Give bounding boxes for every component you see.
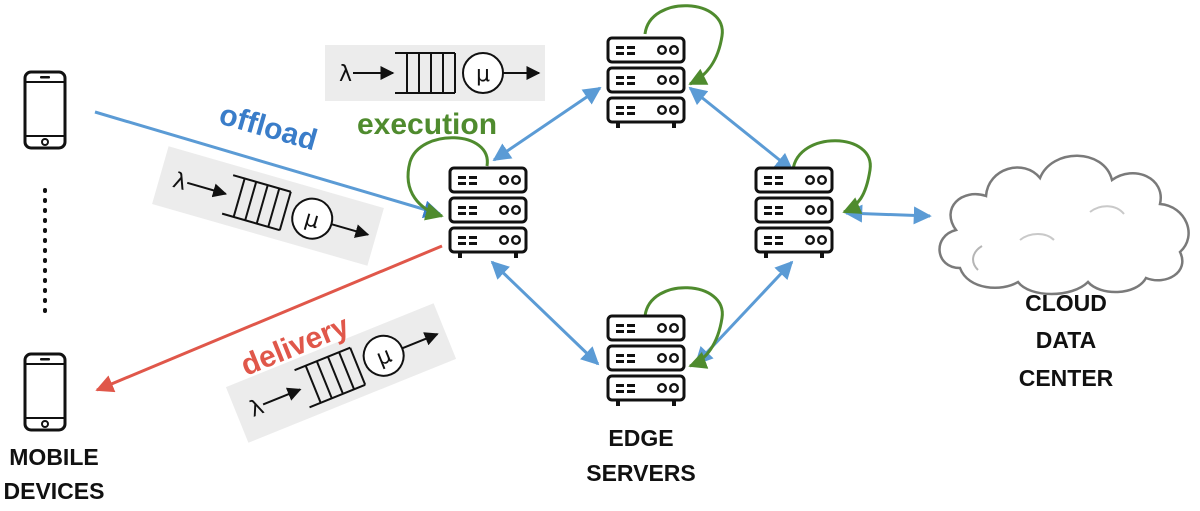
execution-label: execution bbox=[357, 108, 497, 141]
svg-text:SERVERS: SERVERS bbox=[586, 460, 696, 486]
svg-text:MOBILE: MOBILE bbox=[9, 444, 98, 470]
svg-text:DEVICES: DEVICES bbox=[4, 478, 105, 504]
svg-text:DATA: DATA bbox=[1036, 327, 1096, 353]
server-rack-icon bbox=[754, 166, 834, 260]
smartphone-icon bbox=[23, 70, 67, 150]
edge-servers-label: EDGE SERVERS bbox=[586, 425, 696, 486]
execution-loop-top bbox=[643, 4, 724, 86]
cloud-data-center-label: CLOUD DATA CENTER bbox=[1019, 290, 1114, 391]
link-left-top bbox=[492, 86, 602, 162]
link-left-bottom bbox=[490, 260, 600, 366]
execution-loop-bottom bbox=[643, 286, 724, 369]
lambda-symbol: λ bbox=[339, 62, 352, 87]
link-top-right bbox=[688, 86, 794, 172]
queue-icon: λ μ bbox=[225, 303, 457, 443]
mu-symbol: μ bbox=[302, 206, 322, 234]
mu-symbol: μ bbox=[476, 62, 490, 87]
svg-text:CLOUD: CLOUD bbox=[1025, 290, 1107, 316]
server-rack-icon bbox=[448, 166, 528, 260]
offload-arrow bbox=[94, 110, 442, 219]
offload-label: offload bbox=[216, 98, 321, 157]
server-rack-icon bbox=[606, 314, 686, 408]
cloud-icon bbox=[938, 154, 1190, 296]
svg-text:CENTER: CENTER bbox=[1019, 365, 1114, 391]
svg-text:EDGE: EDGE bbox=[608, 425, 673, 451]
mobile-devices-label: MOBILE DEVICES bbox=[4, 444, 105, 504]
queue-icon: λ μ bbox=[325, 45, 545, 101]
queue-icon: λ μ bbox=[152, 146, 384, 266]
delivery-arrow bbox=[95, 244, 443, 393]
smartphone-icon bbox=[23, 352, 67, 432]
link-right-cloud bbox=[844, 204, 932, 225]
server-rack-icon bbox=[606, 36, 686, 130]
execution-loop-right bbox=[791, 139, 872, 214]
execution-loop-left bbox=[406, 136, 489, 221]
